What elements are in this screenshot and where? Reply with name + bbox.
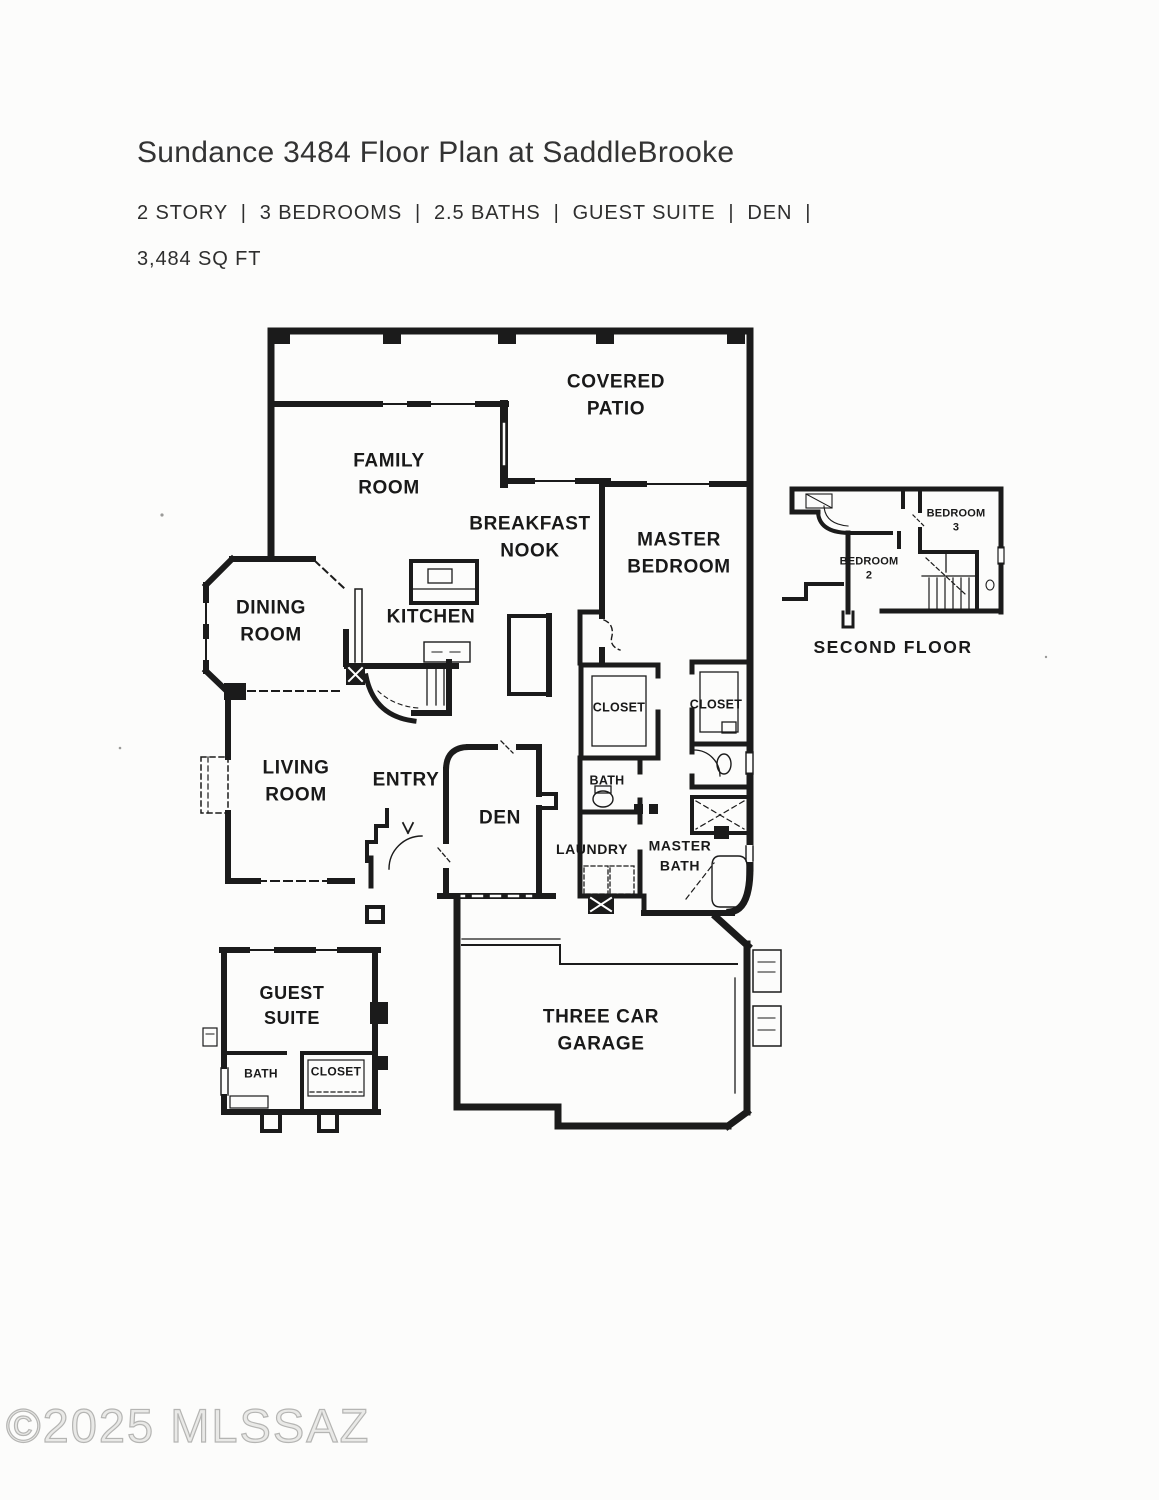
room-label-entry: ENTRY (372, 769, 440, 791)
page-title: Sundance 3484 Floor Plan at SaddleBrooke (137, 136, 735, 169)
room-label-guest-closet: CLOSET (310, 1064, 362, 1079)
second-floor-caption: SECOND FLOOR (813, 636, 973, 657)
room-label-family-room: FAMILY ROOM (353, 450, 425, 498)
room-label-bedroom-2: BEDROOM 2 (839, 555, 899, 581)
second-floor-inset (782, 486, 1005, 629)
master-closets-and-baths (577, 659, 751, 916)
specs-line: 2 STORY | 3 BEDROOMS | 2.5 BATHS | GUEST… (137, 202, 812, 224)
room-label-laundry: LAUNDRY (555, 840, 629, 857)
mls-watermark: ©2025 MLSSAZ (5, 1398, 371, 1452)
room-label-bedroom-3: BEDROOM 3 (926, 507, 986, 533)
room-label-closet-right: CLOSET (689, 697, 743, 712)
living-room-walls (200, 683, 423, 924)
room-label-master-bedroom: MASTER BEDROOM (627, 529, 731, 577)
square-footage-line: 3,484 SQ FT (137, 248, 262, 270)
room-label-kitchen: KITCHEN (386, 606, 476, 628)
room-label-living-room: LIVING ROOM (262, 757, 330, 805)
guest-suite-walls (202, 947, 388, 1133)
den-walls (437, 740, 558, 899)
room-label-guest-suite: GUEST SUITE (259, 982, 325, 1028)
right-exterior-wall (641, 327, 757, 951)
master-bedroom-walls (599, 481, 753, 666)
room-label-guest-bath: BATH (244, 1066, 278, 1081)
garage-walls (453, 894, 782, 1131)
room-label-dining-room: DINING ROOM (235, 597, 307, 645)
room-label-bath: BATH (589, 773, 625, 788)
room-label-covered-patio: COVERED PATIO (566, 371, 666, 419)
kitchen-fixtures (344, 559, 479, 685)
scan-speckles (118, 513, 1048, 750)
room-label-closet-left: CLOSET (592, 700, 646, 715)
family-room-walls (267, 327, 509, 562)
covered-patio-walls (267, 327, 754, 344)
room-label-master-bath: MASTER BATH (648, 837, 712, 874)
room-label-breakfast-nook: BREAKFAST NOOK (469, 513, 591, 561)
staircase (363, 659, 452, 724)
room-label-garage: THREE CAR GARAGE (542, 1006, 660, 1054)
room-label-den: DEN (479, 807, 521, 829)
